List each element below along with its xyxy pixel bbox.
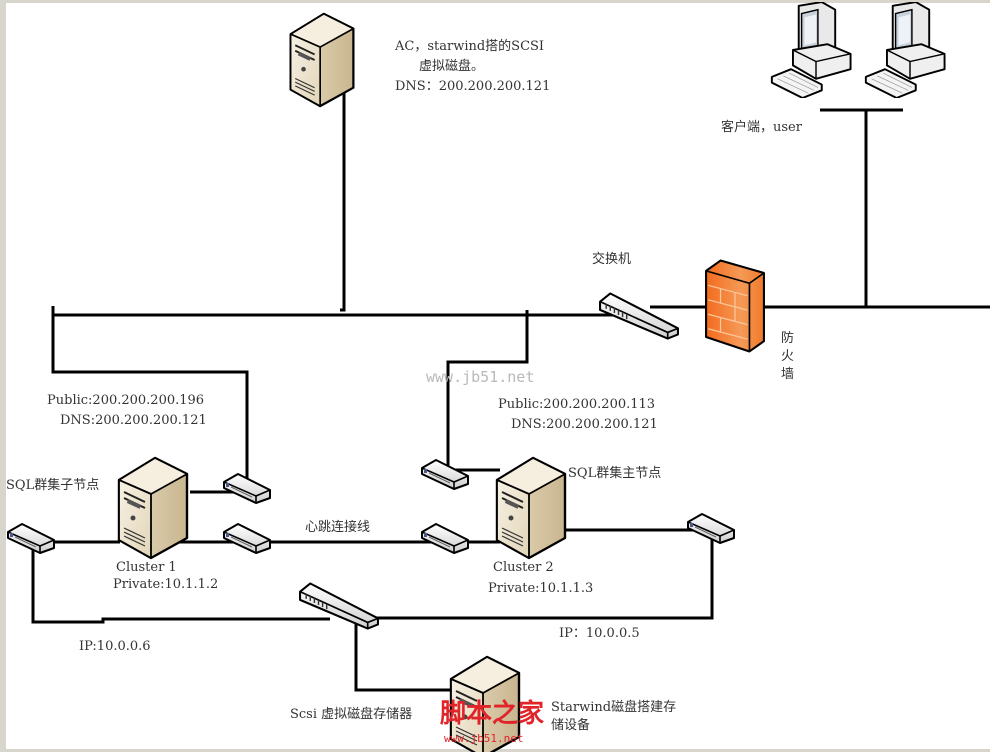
cluster1-heartbeat-nic-icon: [223, 523, 271, 554]
storage-right-label-line-1: Starwind磁盘搭建存: [551, 699, 676, 715]
firewall-label: 防 火 墙: [781, 330, 794, 382]
cluster1-storage-wire: [31, 545, 330, 624]
cluster2-storage-ip: IP：10.0.0.5: [559, 626, 640, 641]
cluster2-public-nic-icon: [421, 459, 469, 490]
client-computer-icon-2: [864, 2, 946, 98]
cluster1-storage-ip: IP:10.0.0.6: [79, 639, 151, 654]
client-computer-icon-1: [770, 2, 852, 98]
cluster2-storage-nic-icon: [687, 513, 735, 544]
watermark-center: www.jb51.net: [426, 368, 534, 386]
cluster2-storage-wire: [375, 528, 714, 620]
cluster1-public-label: Public:200.200.200.196 DNS:200.200.200.1…: [47, 393, 207, 428]
cluster1-public-nic-icon: [223, 473, 271, 504]
ac-server-label-line-3: DNS：200.200.200.121: [395, 79, 550, 94]
firewall-label-char-3: 墙: [781, 367, 794, 382]
window-frame-top: [0, 0, 990, 3]
core-switch-label: 交换机: [592, 251, 631, 267]
heartbeat-label: 心跳连接线: [305, 519, 370, 535]
cluster1-storage-nic-icon: [7, 523, 55, 554]
cluster1-role-label: SQL群集子节点: [6, 477, 99, 493]
cluster2-dns: DNS:200.200.200.121: [511, 417, 658, 432]
cluster2-server-icon: [495, 456, 567, 560]
cluster1-server-icon: [117, 456, 189, 560]
ac-server-label-line-2: 虚拟磁盘。: [419, 58, 484, 74]
cluster2-public-wire: [446, 310, 529, 472]
ac-server-icon: [289, 12, 355, 108]
storage-server-wire: [354, 624, 452, 692]
watermark-brand: 脚本之家: [440, 698, 544, 729]
storage-left-label: Scsi 虚拟磁盘存储器: [290, 706, 412, 722]
cluster2-public-label: Public:200.200.200.113 DNS:200.200.200.1…: [498, 397, 658, 432]
cluster1-public-wire: [51, 315, 249, 488]
storage-switch-icon: [298, 582, 380, 630]
cluster2-name: Cluster 2: [493, 560, 554, 575]
ac-server-wire: [340, 60, 346, 312]
cluster2-role-label: SQL群集主节点: [568, 465, 661, 481]
firewall-label-char-1: 防: [781, 330, 794, 346]
cluster1-private-ip: Private:10.1.1.2: [113, 577, 218, 592]
ac-server-label: AC，starwind搭的SCSI 虚拟磁盘。 DNS：200.200.200.…: [394, 38, 550, 94]
firewall-label-char-2: 火: [781, 349, 794, 364]
firewall-icon: [705, 259, 765, 353]
cluster2-public-ip: Public:200.200.200.113: [498, 397, 655, 412]
cluster1-name: Cluster 1: [116, 560, 177, 575]
storage-right-label-line-2: 储设备: [551, 717, 590, 733]
cluster2-heartbeat-nic-icon: [421, 523, 469, 554]
cluster1-public-ip: Public:200.200.200.196: [47, 393, 204, 408]
watermark-brand-url: www.jb51.net: [444, 732, 523, 745]
ac-server-label-line-1: AC，starwind搭的SCSI: [394, 38, 544, 54]
window-frame-left: [0, 0, 6, 752]
cluster2-private-ip: Private:10.1.1.3: [488, 581, 593, 596]
client-label: 客户端，user: [721, 119, 803, 135]
cluster1-dns: DNS:200.200.200.121: [60, 413, 207, 428]
